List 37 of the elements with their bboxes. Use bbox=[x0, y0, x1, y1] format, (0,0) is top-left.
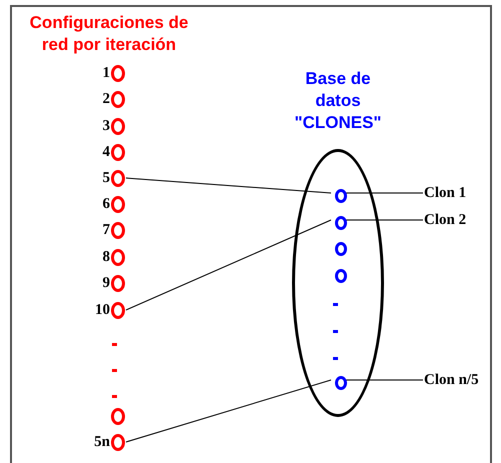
circle-marker bbox=[335, 269, 347, 283]
circle-marker bbox=[111, 196, 125, 212]
connector-line bbox=[126, 178, 332, 194]
clone-label: Clon 1 bbox=[424, 185, 466, 201]
diagram-title: Configuraciones de red por iteración bbox=[28, 12, 190, 56]
circle-marker bbox=[111, 408, 125, 424]
circle-marker bbox=[111, 274, 125, 292]
circle-marker bbox=[111, 248, 125, 266]
circle-marker bbox=[335, 376, 347, 390]
iteration-number: 3 bbox=[102, 118, 110, 134]
iteration-number: 8 bbox=[102, 249, 110, 265]
circle-marker bbox=[111, 118, 125, 134]
circle-marker bbox=[335, 189, 347, 203]
iteration-number: 5n bbox=[93, 434, 110, 450]
iteration-number: 4 bbox=[102, 144, 110, 160]
circle-marker bbox=[111, 170, 125, 186]
connector-line bbox=[126, 220, 332, 310]
connector-line bbox=[126, 380, 332, 442]
clone-label: Clon 2 bbox=[424, 212, 466, 228]
circle-marker bbox=[335, 242, 347, 256]
iteration-number: 2 bbox=[102, 91, 110, 107]
circle-marker bbox=[111, 64, 125, 82]
circle-marker bbox=[111, 90, 125, 108]
iteration-number: 1 bbox=[102, 65, 110, 81]
circle-marker bbox=[111, 222, 125, 238]
circle-marker bbox=[335, 216, 347, 230]
iteration-number: 10 bbox=[94, 302, 110, 318]
iteration-number: 6 bbox=[102, 196, 110, 212]
database-heading: Base de datos "CLONES" bbox=[294, 68, 382, 134]
circle-marker bbox=[111, 434, 125, 450]
iteration-number: 5 bbox=[102, 170, 110, 186]
iteration-number: 9 bbox=[102, 275, 110, 291]
connector-line bbox=[344, 192, 424, 194]
circle-marker bbox=[111, 144, 125, 160]
iteration-number: 7 bbox=[102, 222, 110, 238]
clone-label: Clon n/5 bbox=[424, 372, 479, 388]
circle-marker bbox=[111, 302, 125, 318]
